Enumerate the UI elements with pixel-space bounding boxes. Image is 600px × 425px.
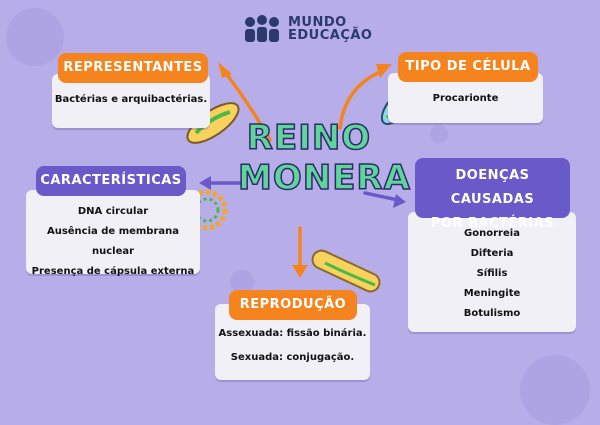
doencas-label-line-2: POR BACTÉRIAS — [430, 216, 555, 231]
representantes-box: Bactérias e arquibactérias. — [52, 74, 210, 128]
reproducao-item: Sexuada: conjugação. — [230, 352, 355, 363]
tipo-celula-text: Procarionte — [432, 93, 499, 104]
background-dot — [6, 8, 64, 66]
arrow-to-doencas — [363, 191, 400, 202]
doenca-item: Meningite — [463, 288, 521, 299]
reproducao-label: REPRODUÇÃO — [229, 290, 357, 320]
caracteristicas-label: CARACTERÍSTICAS — [36, 166, 186, 196]
reproducao-item: Assexuada: fissão binária. — [218, 328, 367, 339]
arrow-to-representantes — [223, 70, 272, 142]
connector-arrows — [186, 62, 416, 293]
doenca-item: Gonorreia — [464, 228, 520, 239]
diagram-title: REINO MONERA — [237, 117, 411, 199]
caracteristica-item: Presença de cápsula externa — [31, 266, 195, 277]
doenca-item: Botulismo — [463, 308, 521, 319]
doenca-item: Sífilis — [476, 268, 508, 279]
doenca-item: Difteria — [470, 248, 514, 259]
arrow-to-tipo-celula — [338, 68, 387, 130]
caracteristicas-box: DNA circular Ausência de membrana nuclea… — [26, 190, 200, 277]
doencas-label: DOENÇAS CAUSADAS POR BACTÉRIAS — [415, 158, 570, 231]
representantes-label: REPRESENTANTES — [58, 53, 208, 83]
mundo-educacao-logo-icon — [245, 15, 279, 42]
brand-logo: MUNDO EDUCAÇÃO — [242, 14, 372, 44]
representantes-text: Bactérias e arquibactérias. — [54, 94, 208, 105]
logo-text: MUNDO EDUCAÇÃO — [288, 15, 373, 43]
bacterium-illustration — [311, 249, 381, 293]
tipo-celula-label: TIPO DE CÉLULA — [398, 52, 538, 82]
title-line-1: REINO — [246, 117, 372, 159]
title-line-2: MONERA — [237, 157, 411, 199]
doencas-label-line-1: DOENÇAS CAUSADAS — [450, 168, 535, 207]
caracteristica-item: DNA circular — [77, 206, 149, 217]
caracteristica-item: Ausência de membrana nuclear — [46, 226, 180, 257]
doencas-box: Gonorreia Difteria Sífilis Meningite Bot… — [408, 212, 576, 332]
background-dot — [430, 125, 448, 143]
